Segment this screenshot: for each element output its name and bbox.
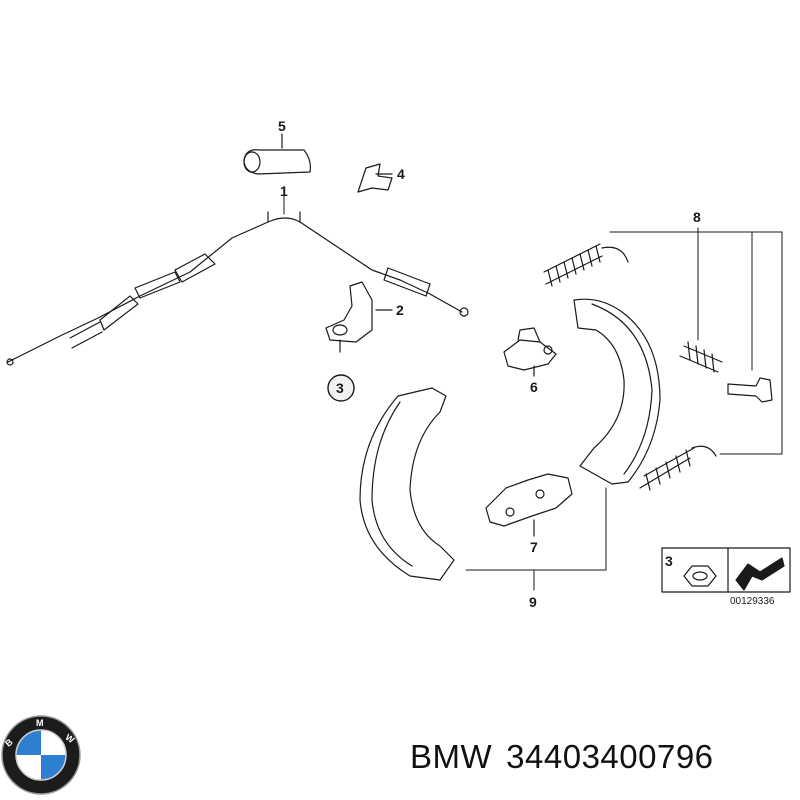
callout-3: 3 [336,380,344,396]
callout-4: 4 [397,166,405,182]
expander-part-6 [503,327,557,377]
brand-name: BMW [410,738,493,775]
part-number: 34403400796 [506,738,714,775]
leader-lines [283,195,783,591]
inset-box [661,547,791,593]
springs-part-8 [543,243,773,491]
sleeve-part-5 [243,133,311,175]
svg-text:B: B [3,737,15,749]
inset-code: 00129336 [730,596,775,607]
callout-1: 1 [280,183,288,199]
callout-2: 2 [396,302,404,318]
brake-shoes-part-9 [359,298,661,581]
callout-5: 5 [278,118,286,134]
callout-6: 6 [530,379,538,395]
callout-8: 8 [693,209,701,225]
clip-part-4 [357,163,393,193]
svg-text:M: M [36,718,44,728]
bracket-part-2 [325,281,393,353]
bmw-logo: B M W [1,715,81,795]
adjuster-part-7 [485,473,573,537]
callout-circle-3 [327,374,355,402]
callout-9: 9 [529,594,537,610]
part-caption: BMW 34403400796 [410,738,728,776]
callout-7: 7 [530,539,538,555]
brake-cable-part-1 [6,211,469,366]
inset-number: 3 [665,553,673,569]
